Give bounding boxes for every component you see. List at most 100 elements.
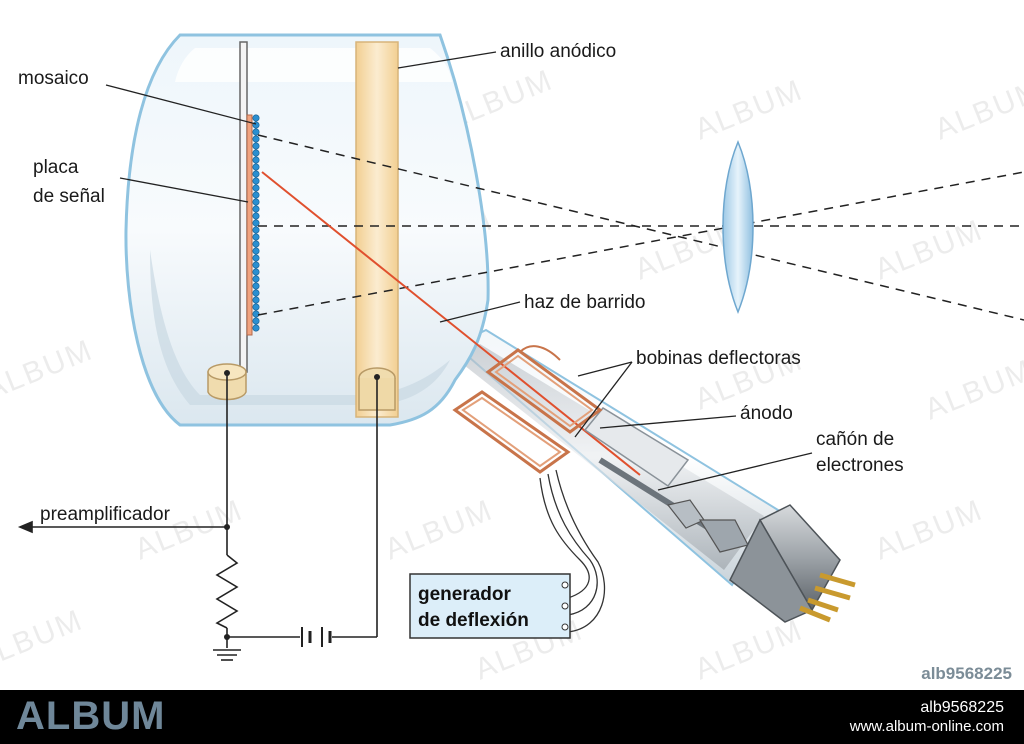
mosaic-dot — [252, 317, 260, 325]
mosaic-dot — [252, 240, 260, 248]
label-placa: de señal — [33, 186, 105, 207]
deflection-generator: generador de deflexión — [409, 573, 571, 639]
generator-box — [409, 573, 571, 639]
pin — [807, 597, 839, 613]
deflection-coils — [452, 345, 603, 474]
coil-wire — [519, 345, 561, 361]
watermark: ALBUM — [930, 73, 1024, 146]
circuit-junction — [224, 634, 230, 640]
label-anodo: ánodo — [740, 403, 793, 424]
footer-bar: ALBUM alb9568225 www.album-online.com — [0, 690, 1024, 744]
pin — [819, 572, 856, 588]
mosaic-dot — [252, 184, 260, 192]
optical-paths — [257, 134, 1024, 321]
preamp-arrowhead — [17, 520, 33, 534]
mosaic-dot — [252, 254, 260, 262]
mosaic-dot — [252, 163, 260, 171]
leader-mosaico — [105, 84, 257, 125]
scanning-beam — [261, 171, 641, 476]
camera-tube-diagram: ALBUM ALBUM ALBUM ALBUM ALBUM ALBUM ALBU… — [0, 33, 1024, 686]
watermark: ALBUM — [870, 213, 987, 286]
mosaic-dot — [252, 275, 260, 283]
coil-upper-inner — [494, 354, 594, 428]
leader-anillo — [397, 51, 497, 69]
mosaic-dot — [252, 142, 260, 150]
tube-base — [729, 504, 856, 623]
circuit-junction — [224, 524, 230, 530]
coil-lower-inner — [461, 396, 562, 468]
pin — [814, 585, 851, 601]
mosaic-dot — [252, 156, 260, 164]
mosaic-dot — [252, 310, 260, 318]
label-canon: electrones — [816, 455, 904, 476]
label-preamp: preamplificador — [40, 504, 171, 525]
leader-haz — [439, 301, 521, 323]
watermark: ALBUM — [920, 353, 1024, 426]
mosaic-dot — [252, 219, 260, 227]
mosaic-dot — [252, 226, 260, 234]
bulb-highlight — [175, 48, 452, 82]
footer-image-id: alb9568225 — [920, 699, 1004, 716]
leader-bobinas-2 — [574, 361, 633, 438]
watermark: ALBUM — [0, 333, 98, 406]
label-placa: placa — [33, 157, 79, 178]
mosaic-dot — [252, 212, 260, 220]
signal-plate-strip — [246, 114, 253, 336]
corner-image-id: alb9568225 — [921, 664, 1012, 683]
mosaic-dot — [252, 296, 260, 304]
watermark: ALBUM — [690, 613, 807, 686]
watermark: ALBUM — [690, 73, 807, 146]
label-bobinas: bobinas deflectoras — [636, 348, 801, 369]
plate-socket — [207, 363, 247, 401]
generator-terminal — [561, 602, 569, 610]
mosaic-dot — [252, 268, 260, 276]
mosaic-dot — [252, 233, 260, 241]
mosaic-dot — [252, 247, 260, 255]
generator-label: de deflexión — [418, 610, 529, 631]
anode-ring-terminal — [374, 374, 380, 380]
mosaic — [252, 114, 260, 332]
mosaic-dot — [252, 191, 260, 199]
anode-ring — [355, 41, 399, 418]
mosaic-dot — [252, 128, 260, 136]
leader-canon — [657, 452, 813, 491]
leader-bobinas-1 — [577, 361, 633, 377]
footer-url[interactable]: www.album-online.com — [849, 718, 1004, 735]
watermark: ALBUM — [380, 493, 497, 566]
bulb-inner-shade — [150, 250, 450, 405]
mosaic-dot — [252, 261, 260, 269]
signal-plate — [239, 41, 248, 373]
mosaic-dot — [252, 114, 260, 122]
mosaic-dot — [252, 303, 260, 311]
mosaic-dot — [252, 170, 260, 178]
optical-ray-top — [257, 134, 1024, 321]
generator-terminal — [561, 581, 569, 589]
leader-placa — [119, 177, 249, 203]
mosaic-dot — [252, 324, 260, 332]
mosaic-dot — [252, 177, 260, 185]
leader-anodo — [599, 415, 737, 429]
lens — [722, 140, 754, 315]
mosaic-dot — [252, 198, 260, 206]
leader-lines — [105, 51, 813, 491]
coil-upper — [485, 348, 603, 434]
watermark: ALBUM — [870, 493, 987, 566]
mosaic-dot — [252, 282, 260, 290]
optical-ray-bottom — [257, 171, 1024, 316]
label-haz: haz de barrido — [524, 292, 645, 313]
mosaic-dot — [252, 205, 260, 213]
resistor — [215, 554, 239, 629]
label-canon: cañón de — [816, 429, 894, 450]
label-mosaico: mosaico — [18, 68, 89, 89]
generator-wires — [539, 469, 606, 633]
generator-terminal — [561, 623, 569, 631]
coil-lower — [452, 390, 571, 474]
pin — [799, 605, 831, 623]
watermark: ALBUM — [0, 603, 88, 676]
brand-logo: ALBUM — [16, 694, 166, 738]
mosaic-dot — [252, 135, 260, 143]
mosaic-dot — [252, 289, 260, 297]
label-anillo: anillo anódico — [500, 41, 616, 62]
mosaic-dot — [252, 149, 260, 157]
